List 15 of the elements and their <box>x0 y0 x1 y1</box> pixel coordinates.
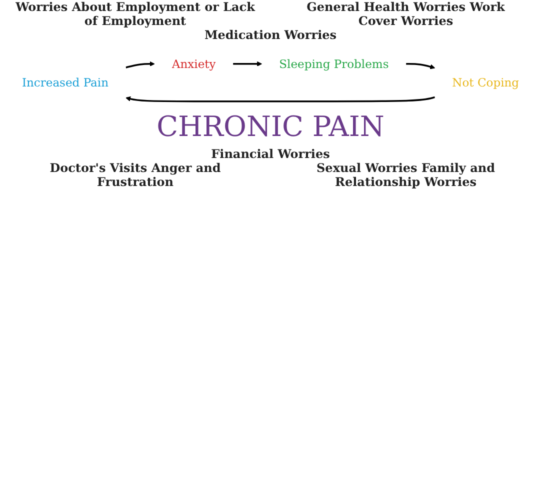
node-text: Sleeping Problems <box>279 56 389 71</box>
worry-note: Sexual Worries Family and Relationship Worries <box>316 160 496 189</box>
node-text: Increased Pain <box>22 76 109 90</box>
arrow <box>126 61 155 68</box>
worry-note: Doctor's Visits Anger and Frustration <box>48 160 222 189</box>
arrow <box>126 96 436 102</box>
node-text: Anxiety <box>172 56 216 71</box>
node-text: Not Coping <box>452 76 520 90</box>
arrow <box>233 61 262 66</box>
arrow <box>406 63 436 70</box>
worry-note: General Health Worries Work Cover Worries <box>306 0 506 28</box>
center-title: CHRONIC PAIN <box>156 110 384 143</box>
worry-note: Medication Worries <box>204 28 337 42</box>
worry-note: Worries About Employment or Lack of Employment <box>15 0 256 28</box>
worry-note: Financial Worries <box>211 146 330 161</box>
